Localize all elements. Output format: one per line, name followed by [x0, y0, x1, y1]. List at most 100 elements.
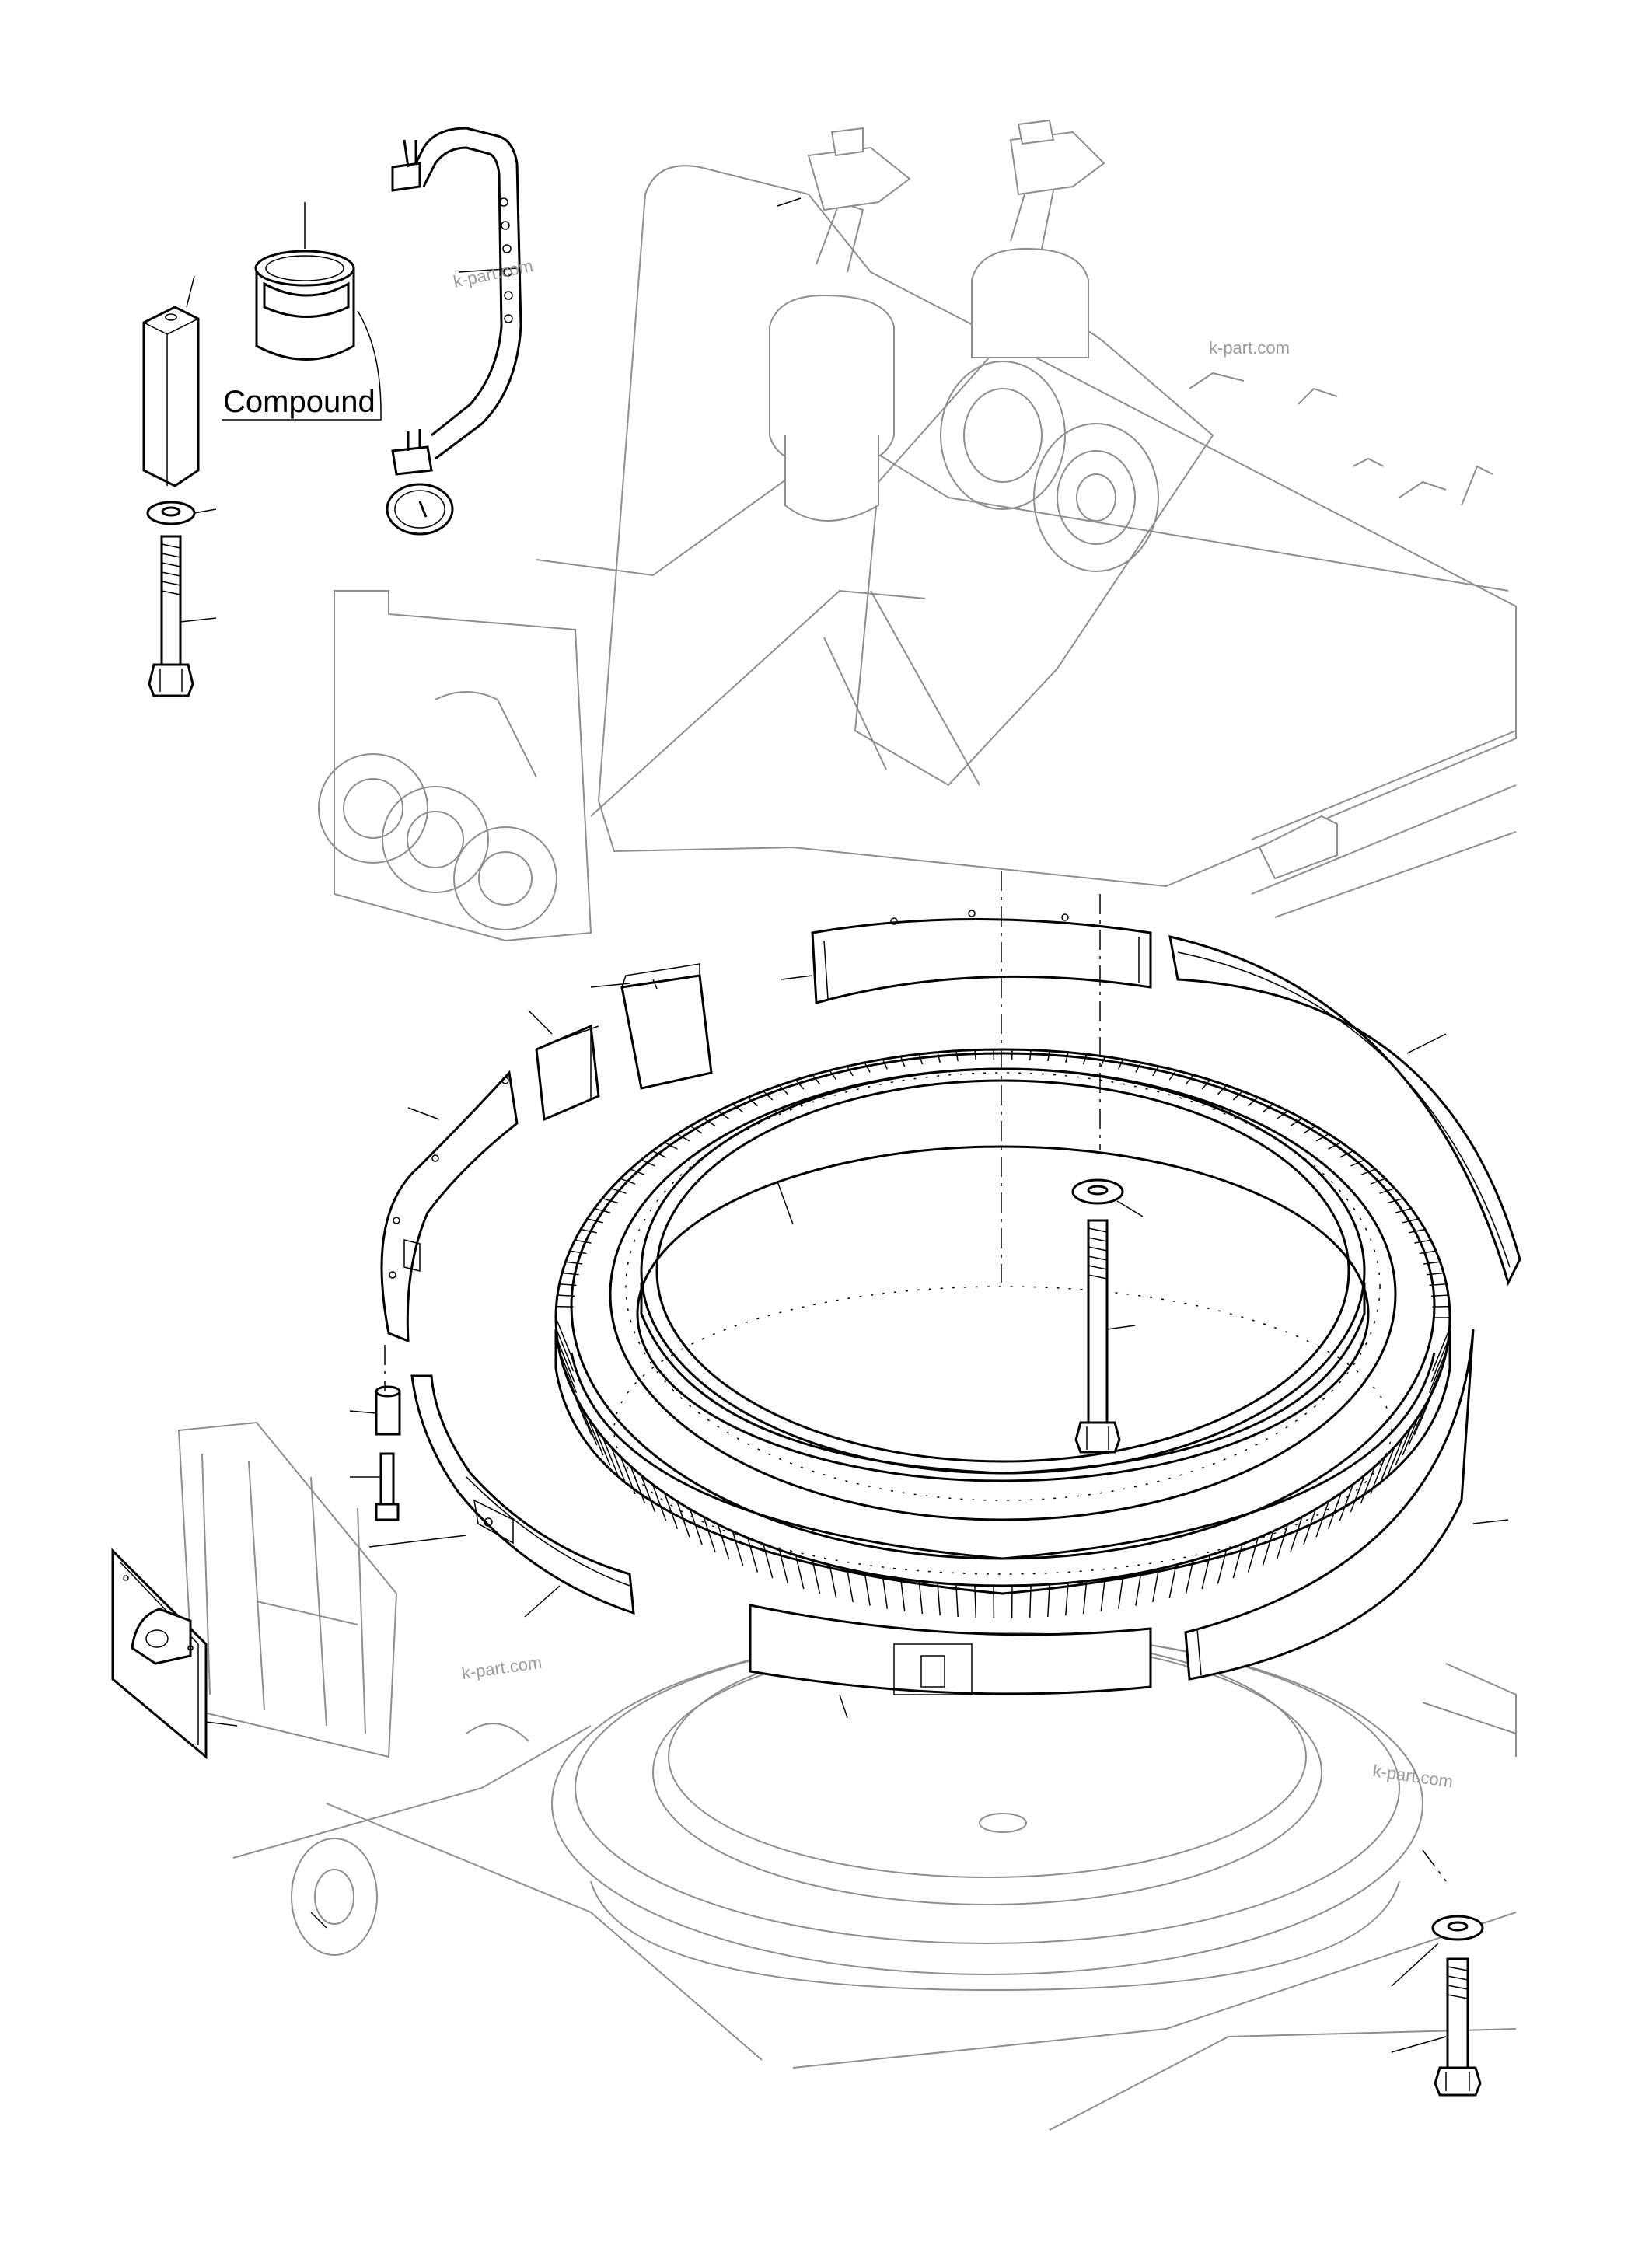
- sleeve-small: [375, 1385, 401, 1436]
- gear-tooth: [1432, 1305, 1450, 1308]
- square-block: [142, 306, 200, 487]
- cover-segment-bottom: [749, 1604, 1152, 1695]
- gear-tooth: [795, 1079, 805, 1090]
- gear-tooth: [594, 1426, 611, 1466]
- gear-tooth: [1082, 1053, 1088, 1065]
- gear-tooth: [1409, 1228, 1426, 1234]
- gear-tooth: [1431, 1294, 1449, 1297]
- gear-tooth: [937, 1052, 941, 1063]
- gear-tooth: [1419, 1250, 1437, 1255]
- watermark-4: k-part.com: [1371, 1761, 1454, 1791]
- gauge-pipe: [386, 127, 522, 536]
- gear-tooth: [1402, 1416, 1420, 1456]
- gear-tooth: [594, 1207, 610, 1213]
- gear-tooth: [1426, 1362, 1444, 1404]
- gear-tooth: [812, 1074, 821, 1085]
- compound-leader: [357, 310, 382, 413]
- gear-tooth: [795, 1555, 805, 1590]
- gear-tooth: [974, 1585, 977, 1618]
- gear-tooth: [602, 1197, 618, 1204]
- gear-tooth: [882, 1059, 888, 1070]
- gear-tooth: [732, 1531, 744, 1566]
- gear-tooth: [630, 1465, 646, 1503]
- gear-tooth: [586, 1416, 604, 1456]
- gear-tooth: [718, 1110, 729, 1119]
- gear-tooth: [846, 1066, 854, 1077]
- gear-tooth: [561, 1362, 580, 1404]
- gear-tooth: [918, 1580, 924, 1614]
- gear-tooth: [703, 1117, 716, 1127]
- gear-tooth: [559, 1283, 577, 1287]
- gear-tooth: [1100, 1578, 1106, 1612]
- gear-tooth: [1303, 1125, 1316, 1134]
- washer-center: [1071, 1178, 1124, 1205]
- gear-tooth: [1065, 1583, 1069, 1616]
- gear-tooth: [1152, 1066, 1160, 1077]
- gear-tooth: [580, 1405, 598, 1446]
- gear-tooth: [1378, 1446, 1395, 1486]
- gear-tooth: [1232, 1544, 1243, 1579]
- washer-left: [146, 501, 196, 525]
- gear-tooth: [1350, 1159, 1365, 1167]
- gear-tooth: [1185, 1560, 1194, 1594]
- gear-tooth: [1429, 1283, 1447, 1287]
- gear-tooth: [1427, 1272, 1444, 1276]
- gear-tooth: [1339, 1150, 1353, 1158]
- gear-tooth: [1303, 1509, 1317, 1545]
- gear-tooth: [1152, 1569, 1160, 1603]
- gear-tooth: [641, 1159, 655, 1167]
- gear-tooth: [937, 1583, 941, 1616]
- gear-tooth: [1370, 1456, 1386, 1495]
- upper-frame-background: [177, 119, 1517, 2131]
- cover-segment-right-upper: [1168, 935, 1521, 1287]
- gear-tooth: [882, 1576, 889, 1609]
- gear-tooth: [1290, 1117, 1303, 1127]
- gear-tooth: [846, 1569, 854, 1603]
- gear-tooth: [651, 1484, 667, 1521]
- gear-tooth: [1065, 1052, 1069, 1063]
- gear-tooth: [899, 1578, 906, 1612]
- gear-tooth: [900, 1056, 906, 1067]
- gear-tooth: [955, 1584, 959, 1618]
- gear-tooth: [1290, 1517, 1303, 1552]
- cover-segment-right-lower: [1184, 1329, 1475, 1681]
- gear-tooth: [1168, 1564, 1177, 1599]
- cover-segment-top: [811, 910, 1152, 1004]
- gear-tooth: [1248, 1097, 1259, 1107]
- washer-lower-right: [1431, 1915, 1484, 1941]
- gear-tooth: [555, 1329, 575, 1372]
- mounting-plate: [111, 1548, 208, 1760]
- gear-tooth: [1408, 1405, 1426, 1446]
- gear-tooth: [575, 1239, 592, 1244]
- gear-tooth: [620, 1178, 636, 1185]
- gear-tooth: [812, 1560, 821, 1594]
- gear-tooth: [652, 1150, 666, 1158]
- gear-tooth: [620, 1456, 636, 1495]
- gear-tooth: [1217, 1549, 1228, 1584]
- gear-tooth: [1360, 1168, 1376, 1176]
- gear-tooth: [555, 1317, 574, 1361]
- compound-underline: [222, 412, 382, 421]
- gear-tooth: [562, 1272, 579, 1276]
- gear-tooth: [1430, 1339, 1449, 1383]
- gear-tooth: [1379, 1188, 1395, 1194]
- slewing-ring: [554, 1048, 1451, 1595]
- gear-tooth: [1350, 1475, 1365, 1513]
- gear-tooth: [1414, 1239, 1431, 1244]
- compound-label: Compound: [223, 385, 375, 419]
- gear-tooth: [641, 1475, 656, 1513]
- gear-tooth: [587, 1218, 603, 1224]
- gear-tooth: [610, 1446, 627, 1486]
- gear-tooth: [1047, 1050, 1050, 1062]
- gear-tooth: [1428, 1350, 1448, 1393]
- compound-container: [254, 250, 355, 361]
- gear-tooth: [569, 1250, 587, 1255]
- gear-tooth: [1168, 1070, 1177, 1081]
- gear-tooth: [1388, 1197, 1404, 1204]
- gear-tooth: [1370, 1178, 1386, 1185]
- gear-tooth: [557, 1339, 575, 1383]
- bolt-small: [375, 1452, 400, 1521]
- gear-tooth: [829, 1070, 837, 1081]
- gear-tooth: [1135, 1062, 1142, 1073]
- gear-tooth: [703, 1517, 716, 1552]
